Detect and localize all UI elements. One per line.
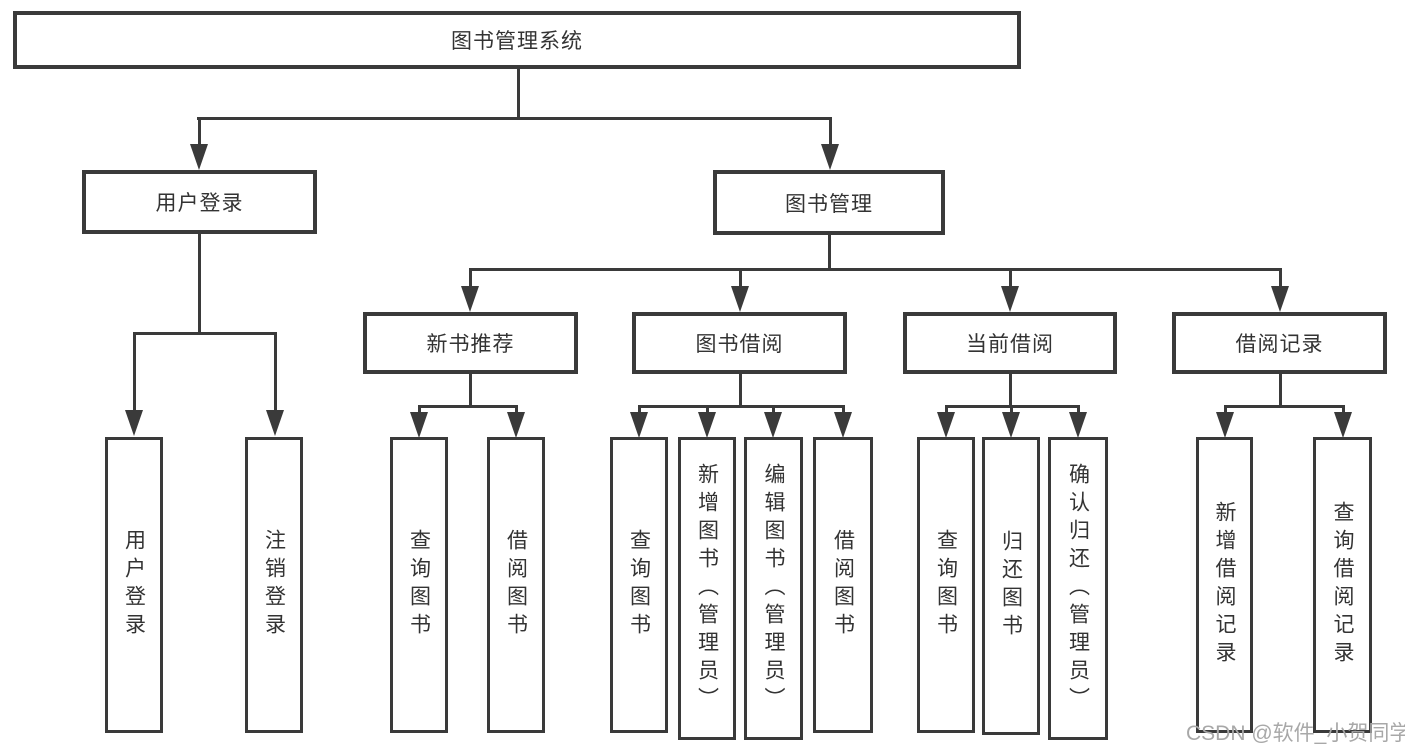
node-book-management: 图书管理 bbox=[713, 170, 945, 235]
connector-line bbox=[418, 405, 518, 408]
node-new-book-recommend: 新书推荐 bbox=[363, 312, 578, 374]
connector-line bbox=[133, 335, 136, 413]
connector-line bbox=[739, 271, 742, 291]
arrow-down-icon bbox=[1216, 412, 1234, 438]
node-label: 用户登录 bbox=[155, 192, 244, 215]
arrow-down-icon bbox=[821, 144, 839, 170]
leaf-add-borrow-record: 新增借阅记录 bbox=[1196, 437, 1253, 733]
leaf-query-books-3: 查询图书 bbox=[917, 437, 975, 733]
connector-line bbox=[274, 335, 277, 413]
leaf-add-books-admin: 新增图书（管理员） bbox=[678, 437, 736, 740]
connector-line bbox=[739, 374, 742, 408]
leaf-query-borrow-record: 查询借阅记录 bbox=[1313, 437, 1372, 733]
arrow-down-icon bbox=[1001, 286, 1019, 312]
arrow-down-icon bbox=[190, 144, 208, 170]
arrow-down-icon bbox=[1271, 286, 1289, 312]
leaf-label: 确认归还（管理员） bbox=[1066, 462, 1090, 715]
arrow-down-icon bbox=[834, 412, 852, 438]
node-current-borrowing: 当前借阅 bbox=[903, 312, 1117, 374]
leaf-borrow-books-1: 借阅图书 bbox=[487, 437, 545, 733]
leaf-borrow-books-2: 借阅图书 bbox=[813, 437, 873, 733]
connector-line bbox=[829, 119, 832, 147]
leaf-label: 查询图书 bbox=[627, 529, 651, 641]
leaf-edit-books-admin: 编辑图书（管理员） bbox=[744, 437, 803, 740]
connector-line bbox=[1279, 271, 1282, 291]
node-book-borrowing: 图书借阅 bbox=[632, 312, 847, 374]
leaf-label: 查询图书 bbox=[407, 529, 431, 641]
watermark: CSDN @软件_小贺同学 bbox=[1186, 722, 1405, 745]
connector-line bbox=[1224, 405, 1345, 408]
leaf-return-books: 归还图书 bbox=[982, 437, 1040, 735]
node-label: 借阅记录 bbox=[1235, 333, 1324, 356]
node-borrowing-records: 借阅记录 bbox=[1172, 312, 1387, 374]
node-label: 图书借阅 bbox=[695, 333, 784, 356]
connector-line bbox=[945, 405, 1080, 408]
leaf-confirm-return-admin: 确认归还（管理员） bbox=[1048, 437, 1108, 740]
leaf-label: 借阅图书 bbox=[504, 529, 528, 641]
connector-line bbox=[198, 233, 201, 334]
connector-line bbox=[517, 69, 520, 119]
leaf-label: 查询借阅记录 bbox=[1331, 501, 1355, 669]
node-label: 图书管理 bbox=[785, 192, 873, 216]
arrow-down-icon bbox=[1002, 412, 1020, 438]
leaf-label: 用户登录 bbox=[122, 529, 146, 641]
arrow-down-icon bbox=[698, 412, 716, 438]
arrow-down-icon bbox=[764, 412, 782, 438]
connector-line bbox=[1009, 271, 1012, 291]
arrow-down-icon bbox=[1069, 412, 1087, 438]
leaf-label: 新增借阅记录 bbox=[1213, 501, 1237, 669]
node-label: 图书管理系统 bbox=[451, 30, 583, 53]
leaf-label: 编辑图书（管理员） bbox=[762, 462, 786, 715]
arrow-down-icon bbox=[937, 412, 955, 438]
leaf-query-books-1: 查询图书 bbox=[390, 437, 448, 733]
arrow-down-icon bbox=[507, 412, 525, 438]
connector-line bbox=[197, 117, 832, 120]
connector-line bbox=[469, 268, 1282, 271]
leaf-logout-login: 注销登录 bbox=[245, 437, 303, 733]
arrow-down-icon bbox=[266, 410, 284, 436]
node-root: 图书管理系统 bbox=[13, 11, 1021, 69]
leaf-user-login: 用户登录 bbox=[105, 437, 163, 733]
leaf-query-books-2: 查询图书 bbox=[610, 437, 668, 733]
node-user-login: 用户登录 bbox=[82, 170, 317, 234]
node-label: 当前借阅 bbox=[966, 333, 1054, 356]
arrow-down-icon bbox=[731, 286, 749, 312]
arrow-down-icon bbox=[630, 412, 648, 438]
connector-line bbox=[133, 332, 277, 335]
leaf-label: 归还图书 bbox=[999, 530, 1023, 642]
arrow-down-icon bbox=[1334, 412, 1352, 438]
connector-line bbox=[638, 405, 845, 408]
leaf-label: 注销登录 bbox=[262, 529, 286, 641]
node-label: 新书推荐 bbox=[426, 333, 515, 356]
leaf-label: 借阅图书 bbox=[831, 529, 855, 641]
leaf-label: 查询图书 bbox=[934, 529, 958, 641]
connector-line bbox=[1009, 374, 1012, 408]
connector-line bbox=[1279, 374, 1282, 408]
connector-line bbox=[828, 235, 831, 271]
connector-line bbox=[469, 374, 472, 408]
arrow-down-icon bbox=[410, 412, 428, 438]
arrow-down-icon bbox=[461, 286, 479, 312]
connector-line bbox=[469, 271, 472, 291]
connector-line bbox=[198, 119, 201, 147]
arrow-down-icon bbox=[125, 410, 143, 436]
leaf-label: 新增图书（管理员） bbox=[695, 462, 719, 715]
